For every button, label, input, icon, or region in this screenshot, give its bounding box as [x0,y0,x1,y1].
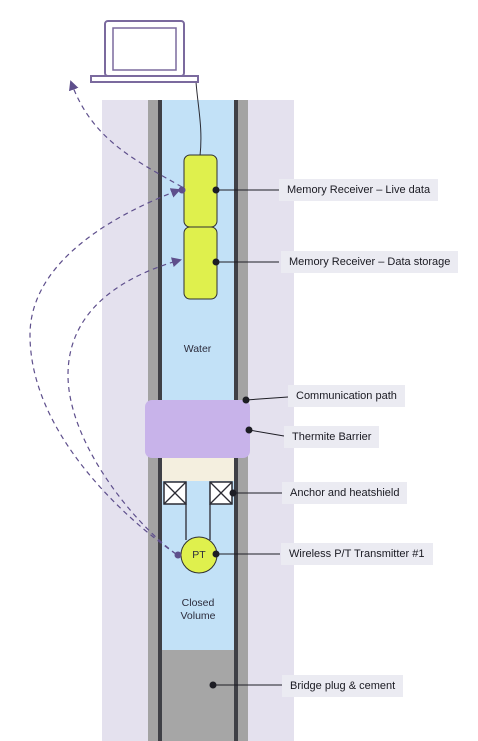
memory-receiver-live [183,154,218,228]
label-memory-storage: Memory Receiver – Data storage [281,251,459,273]
label-memory-live: Memory Receiver – Live data [279,179,439,201]
signal-path-laptop [69,80,183,188]
signal-path-storage [67,257,182,555]
label-anchor-heatshield: Anchor and heatshield [282,482,408,504]
label-thermite-barrier: Thermite Barrier [284,426,380,448]
closed-volume-line-2: Volume [180,610,216,622]
label-communication-path: Communication path [288,385,405,407]
memory-receiver-storage [183,226,218,300]
heatshield [162,457,234,481]
anchor-cross-icon [163,481,187,505]
laptop-icon [90,20,199,83]
closed-volume-line-1: Closed [181,597,215,609]
receiver-signal-dot [178,186,186,194]
thermite-barrier [145,400,250,458]
anchor-hanger [185,504,211,540]
signal-path-live [29,188,181,555]
pt-signal-dot [174,551,182,559]
water-label: Water [183,343,212,355]
anchor-cross-icon [209,481,233,505]
label-bridge-plug: Bridge plug & cement [282,675,404,697]
leader-lines [213,189,289,686]
pt-label: PT [192,549,206,561]
leader-dots [209,186,253,689]
label-wireless-transmitter: Wireless P/T Transmitter #1 [281,543,433,565]
bridge-plug-cement [162,650,234,741]
closed-volume-label: Closed Volume [166,597,230,623]
cable [195,81,202,157]
